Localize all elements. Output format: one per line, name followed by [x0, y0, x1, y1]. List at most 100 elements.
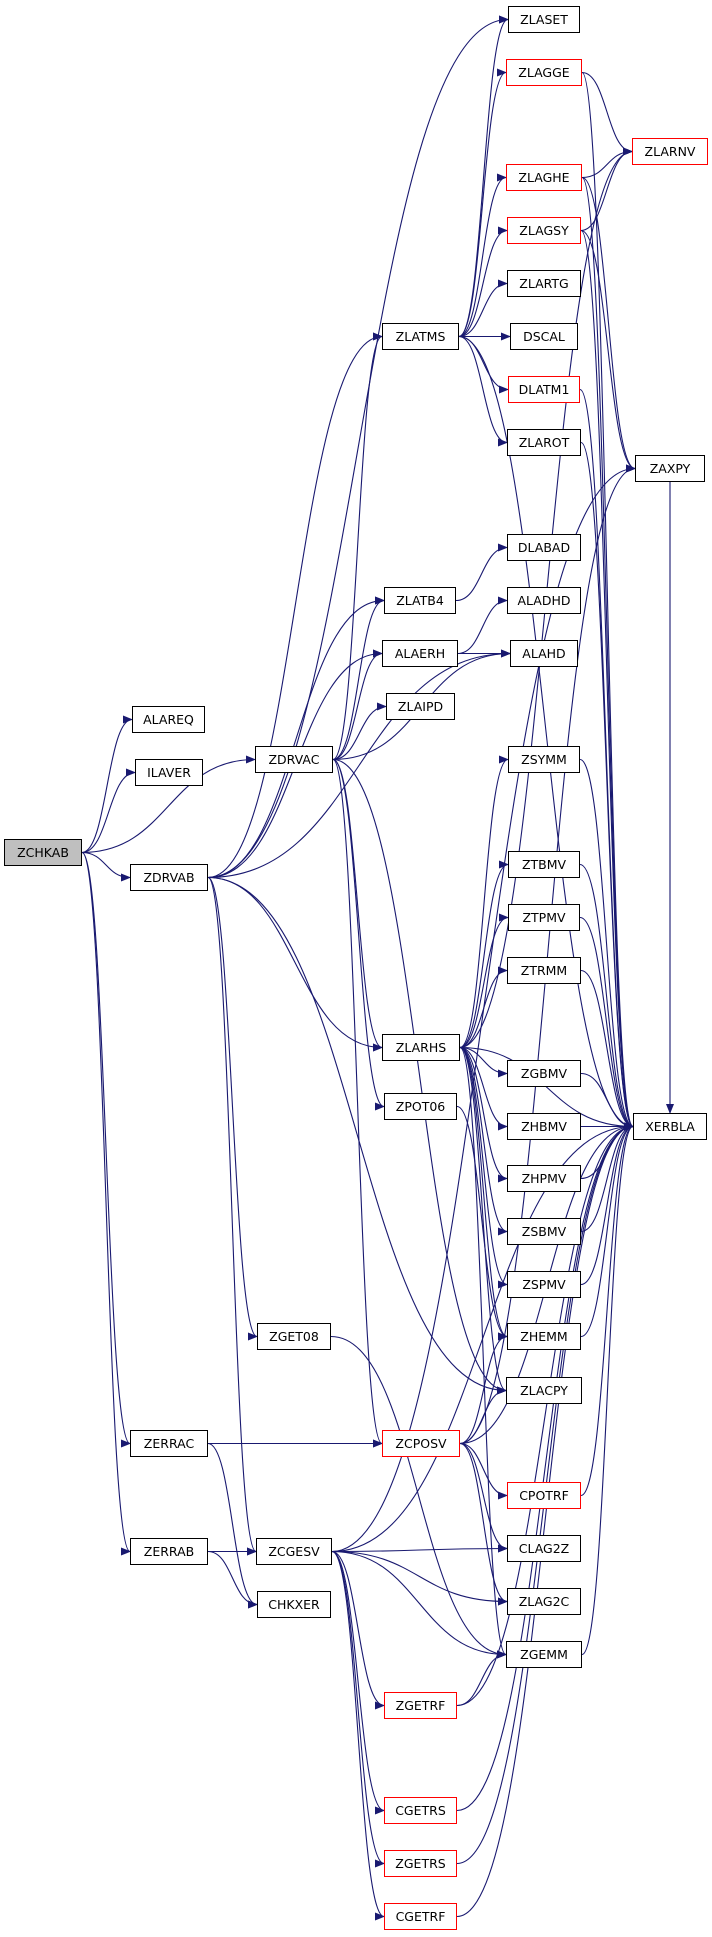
edge-zdrvab-to-zget08 — [207, 876, 258, 1341]
node-zlartg[interactable]: ZLARTG — [507, 270, 581, 297]
edge-zchkab-to-zdrvab — [81, 851, 131, 882]
node-zlarot[interactable]: ZLAROT — [507, 429, 581, 456]
node-ilaver[interactable]: ILAVER — [135, 759, 203, 786]
edge-alaerh-to-aladhd — [457, 596, 508, 655]
edge-zchkab-to-zerrab — [81, 851, 131, 1556]
node-zlatms[interactable]: ZLATMS — [382, 323, 459, 350]
edge-zlarhs-to-ztbmv — [459, 860, 509, 1049]
node-zgetrs[interactable]: ZGETRS — [384, 1850, 457, 1877]
edge-zlarhs-to-xerbla — [459, 1046, 634, 1131]
node-cpotrf[interactable]: CPOTRF — [507, 1482, 581, 1509]
node-zlagge[interactable]: ZLAGGE — [506, 59, 582, 86]
edge-zlatms-to-zlagsy — [458, 226, 508, 338]
edge-zlagge-to-xerbla — [581, 71, 634, 1131]
node-zgetrf[interactable]: ZGETRF — [384, 1692, 457, 1719]
node-ztpmv[interactable]: ZTPMV — [508, 904, 580, 931]
node-cgetrs[interactable]: CGETRS — [384, 1797, 457, 1824]
edge-zdrvab-to-zlarhs — [207, 876, 383, 1052]
edge-zlarhs-to-ztrmm — [459, 966, 508, 1049]
node-zcgesv[interactable]: ZCGESV — [256, 1538, 332, 1565]
edge-zlagsy-to-xerbla — [580, 229, 634, 1131]
node-cgetrf[interactable]: CGETRF — [384, 1903, 457, 1930]
edge-zlarhs-to-zspmv — [459, 1046, 508, 1289]
edge-zsbmv-to-xerbla — [580, 1122, 634, 1233]
node-dlatm1[interactable]: DLATM1 — [508, 376, 580, 403]
node-zcposv[interactable]: ZCPOSV — [382, 1430, 460, 1457]
edge-zhemm-to-xerbla — [580, 1122, 634, 1338]
edge-ztrmm-to-xerbla — [580, 969, 634, 1131]
edge-zcposv-to-zlacpy — [459, 1386, 507, 1445]
edge-zpot06-to-zhemm — [456, 1105, 508, 1341]
edge-zlatms-to-zlarot — [458, 335, 508, 447]
node-zerrac[interactable]: ZERRAC — [130, 1430, 208, 1457]
node-zlacpy[interactable]: ZLACPY — [506, 1377, 582, 1404]
edge-zlagsy-to-zaxpy — [580, 229, 636, 473]
node-zlaset[interactable]: ZLASET — [508, 6, 580, 33]
edge-zcgesv-to-zlag2c — [331, 1550, 508, 1606]
edge-zgetrf-to-xerbla — [456, 1122, 634, 1707]
edge-zspmv-to-xerbla — [580, 1122, 634, 1286]
node-clag2z[interactable]: CLAG2Z — [507, 1535, 581, 1562]
node-xerbla[interactable]: XERBLA — [633, 1113, 707, 1140]
node-zerrab[interactable]: ZERRAB — [130, 1538, 208, 1565]
edge-zlarhs-to-zgbmv — [459, 1046, 508, 1078]
node-zdrvac[interactable]: ZDRVAC — [255, 746, 333, 773]
node-ztrmm[interactable]: ZTRMM — [507, 957, 581, 984]
node-zlaghe[interactable]: ZLAGHE — [506, 164, 582, 191]
edge-zlarot-to-xerbla — [580, 441, 634, 1131]
edge-zcposv-to-zaxpy — [459, 464, 636, 1445]
edge-zerrab-to-chkxer — [207, 1550, 258, 1609]
node-dscal[interactable]: DSCAL — [510, 323, 578, 350]
edge-ztbmv-to-xerbla — [579, 863, 634, 1131]
edge-zlarhs-to-zgemm — [459, 1046, 507, 1659]
edge-zlaghe-to-zaxpy — [581, 176, 636, 473]
edge-cpotrf-to-xerbla — [580, 1122, 634, 1497]
edge-zlatb4-to-dlabad — [455, 543, 508, 602]
node-zpot06[interactable]: ZPOT06 — [384, 1093, 457, 1120]
node-zlarnv[interactable]: ZLARNV — [632, 138, 708, 165]
edge-zlaghe-to-xerbla — [581, 176, 634, 1131]
edge-zdrvac-to-zlaipd — [332, 702, 387, 761]
edge-zlarhs-to-zsymm — [459, 755, 509, 1049]
node-zsbmv[interactable]: ZSBMV — [507, 1218, 581, 1245]
edge-zdrvac-to-alaerh — [332, 649, 383, 761]
edge-zlagsy-to-zlarnv — [580, 147, 633, 232]
node-zlaipd[interactable]: ZLAIPD — [386, 693, 455, 720]
node-zhbmv[interactable]: ZHBMV — [507, 1113, 581, 1140]
edge-zgemm-to-xerbla — [581, 1122, 634, 1656]
edge-zdrvac-to-zlacpy — [332, 758, 507, 1395]
edge-zerrac-to-chkxer — [207, 1442, 258, 1609]
node-zaxpy[interactable]: ZAXPY — [635, 455, 705, 482]
node-alahd[interactable]: ALAHD — [510, 640, 578, 667]
node-ztbmv[interactable]: ZTBMV — [508, 851, 580, 878]
node-zlatb4[interactable]: ZLATB4 — [384, 587, 456, 614]
node-zlarhs[interactable]: ZLARHS — [382, 1034, 460, 1061]
edge-zcgesv-to-clag2z — [331, 1544, 508, 1553]
edge-zcposv-to-clag2z — [459, 1442, 508, 1553]
node-zsymm[interactable]: ZSYMM — [508, 746, 580, 773]
node-alaerh[interactable]: ALAERH — [382, 640, 458, 667]
edge-zdrvac-to-zlatms — [332, 332, 383, 761]
node-alareq[interactable]: ALAREQ — [132, 706, 205, 733]
node-zlagsy[interactable]: ZLAGSY — [507, 217, 581, 244]
edge-zsymm-to-xerbla — [579, 758, 634, 1131]
node-zgbmv[interactable]: ZGBMV — [507, 1060, 581, 1087]
node-zhemm[interactable]: ZHEMM — [507, 1323, 581, 1350]
node-zgemm[interactable]: ZGEMM — [506, 1641, 582, 1668]
node-dlabad[interactable]: DLABAD — [507, 534, 581, 561]
node-zdrvab[interactable]: ZDRVAB — [130, 864, 208, 891]
node-zlag2c[interactable]: ZLAG2C — [507, 1588, 581, 1615]
edge-zchkab-to-zerrac — [81, 851, 131, 1448]
node-zget08[interactable]: ZGET08 — [257, 1323, 331, 1350]
edge-zdrvac-to-zpot06 — [332, 758, 385, 1111]
edge-zlatms-to-zlagge — [458, 68, 507, 338]
edge-zcgesv-to-zgetrs — [331, 1550, 385, 1868]
node-zspmv[interactable]: ZSPMV — [507, 1271, 581, 1298]
node-aladhd[interactable]: ALADHD — [507, 587, 581, 614]
node-zhpmv[interactable]: ZHPMV — [507, 1165, 581, 1192]
node-chkxer[interactable]: CHKXER — [257, 1591, 331, 1618]
edge-zlarhs-to-zhbmv — [459, 1046, 508, 1131]
edge-zdrvac-to-zcposv — [332, 758, 383, 1448]
edge-zcgesv-to-cgetrs — [331, 1550, 385, 1815]
edge-zchkab-to-alareq — [81, 715, 133, 854]
